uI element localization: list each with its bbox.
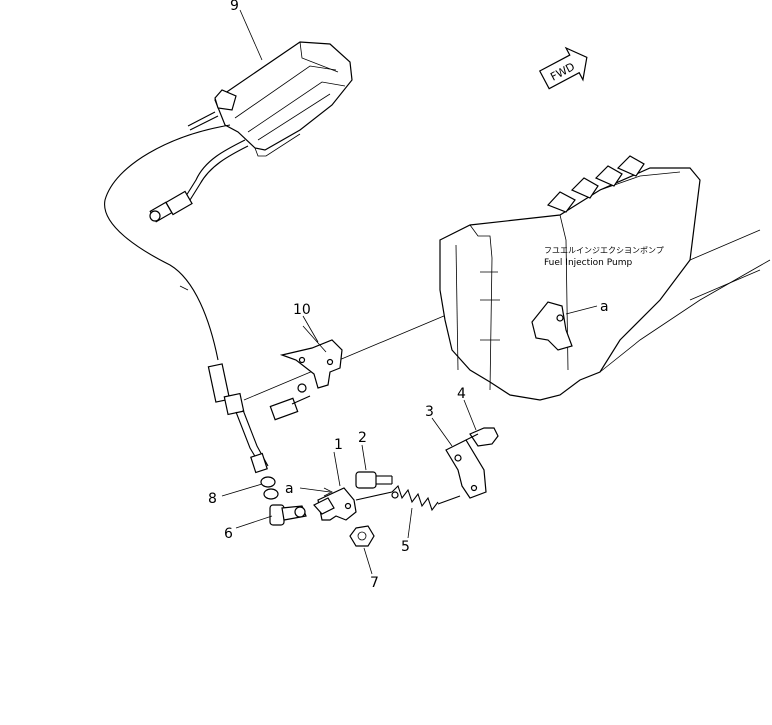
callout-6: 6 xyxy=(224,526,233,542)
callout-4: 4 xyxy=(457,386,466,402)
ref-a-bracket: a xyxy=(285,481,294,497)
leader-cable-to-pump xyxy=(243,304,471,401)
cable-bracket xyxy=(269,325,343,421)
callout-7: 7 xyxy=(370,575,379,591)
part-6-ball-joint xyxy=(269,504,307,526)
callout-5: 5 xyxy=(401,539,410,555)
callout-leaders xyxy=(221,9,477,575)
part-1-lever xyxy=(313,487,357,521)
part-5-spring xyxy=(355,484,461,512)
part-7-nut xyxy=(349,525,375,547)
pump-label-en: Fuel Injection Pump xyxy=(544,258,632,268)
leader-a-bracket xyxy=(299,487,331,493)
part-4-bolt xyxy=(465,427,499,447)
wire-harness xyxy=(149,139,249,223)
ref-a-pump: a xyxy=(600,299,609,315)
callout-9: 9 xyxy=(230,0,239,14)
part-3-bracket xyxy=(445,439,487,499)
fuel-injection-pump xyxy=(439,155,771,401)
callout-2: 2 xyxy=(358,430,367,446)
callout-3: 3 xyxy=(425,404,434,420)
leader-a-pump xyxy=(565,305,598,315)
callout-1: 1 xyxy=(334,437,343,453)
control-cable xyxy=(104,124,269,474)
part-2-bolt xyxy=(355,471,393,489)
fwd-arrow: FWD xyxy=(538,46,588,90)
pump-label-jp: フユエルインジエクシヨンポンプ xyxy=(544,246,664,255)
callout-10: 10 xyxy=(293,302,311,318)
callout-8: 8 xyxy=(208,491,217,507)
actuator-housing xyxy=(187,41,353,157)
part-8-nut xyxy=(260,476,279,500)
